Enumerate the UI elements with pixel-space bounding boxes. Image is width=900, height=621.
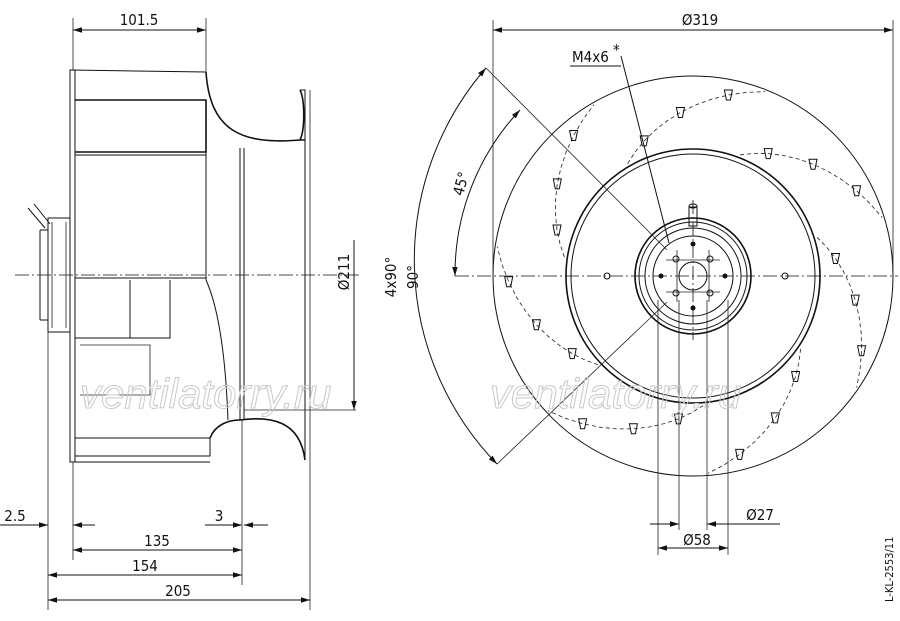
drawing-code: L-KL-2553/11 [883,537,896,602]
dim-bore-label: Ø27 [746,506,774,524]
blade-outline [547,405,704,430]
dim-top-label: 101.5 [120,11,159,29]
dim-bottom-3-label: 205 [165,582,191,600]
blade-clip [770,412,780,424]
blade-clip [552,178,562,190]
side-view: 101.5 Ø211 2.5 3 135 154 205 [0,11,360,610]
mounting-hole [722,273,728,279]
dim-bottom-2-label: 154 [132,557,158,575]
blade-clip [763,148,773,160]
blade-clip [531,319,542,331]
dim-outer-label: Ø319 [682,11,718,29]
blade-clip [723,89,734,101]
blade-clip [639,135,649,147]
blade-outline [816,237,863,388]
angle-1-label: 4x90° [382,257,400,297]
blade-clip [567,348,577,360]
dim-diameter-label: Ø211 [335,254,353,290]
angle-2-label: 90° [404,265,422,289]
blade-clip [675,107,686,118]
angle-small-label: 45° [449,170,473,198]
blade-clip [734,448,745,460]
blade-clip [808,158,818,170]
mounting-hole [690,305,696,311]
watermark-right: ventilatorry.ru [490,370,741,417]
bolt-hole [706,255,714,263]
front-view: Ø319 M4x6 * 45° 4x90° 90° Ø58 Ø27 [382,11,898,555]
blade-clip [504,276,514,288]
hub-bolt-holes [658,241,728,311]
dim-right-label: 3 [215,507,224,525]
bolt-hole [672,255,680,263]
mounting-hole [690,241,696,247]
dim-hub-label: Ø58 [683,531,711,549]
watermark-left: ventilatorry.ru [80,370,331,417]
blade-clip [830,253,841,264]
mounting-hole [658,273,664,279]
blade-clip [673,413,684,425]
blade-clip [851,185,862,197]
blade-outline [740,153,883,218]
blade-clip [856,345,867,357]
dim-bottom-1-label: 135 [144,532,170,550]
bolt-hole [706,289,714,297]
blade-clip [850,294,860,306]
blade-clip [577,418,588,430]
dim-left-label: 2.5 [4,507,25,525]
thread-mark: * [613,41,620,59]
thread-label: M4x6 [572,48,609,66]
impeller-blades [496,89,883,474]
bolt-hole [672,289,680,297]
blade-outline [627,91,766,164]
blade-outline [496,246,599,366]
blade-clip [568,130,579,141]
blade-clip [628,423,639,435]
blade-clip [790,371,801,382]
blade-clip [552,224,562,236]
